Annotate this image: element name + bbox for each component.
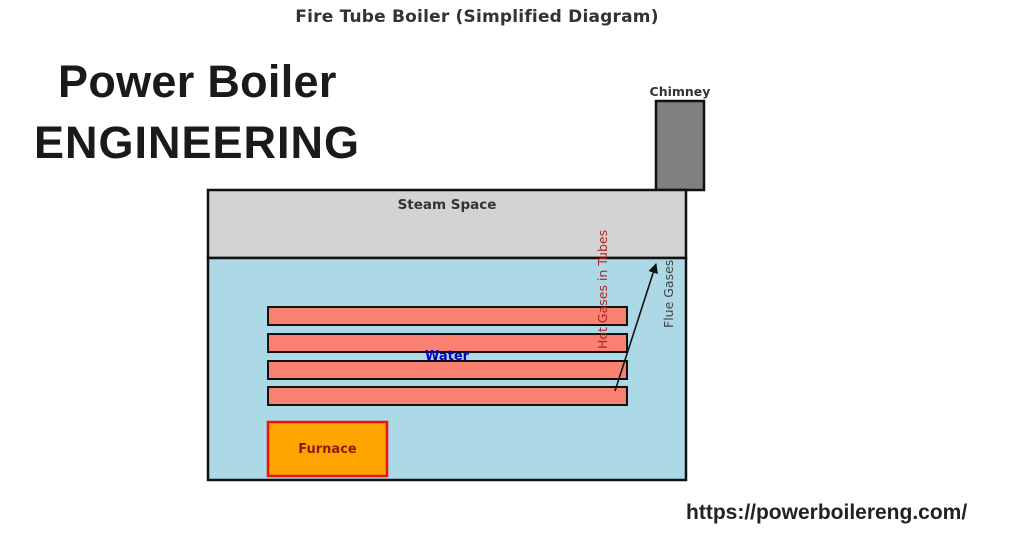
furnace	[266, 420, 389, 478]
furnace-label: Furnace	[298, 442, 357, 457]
chimney-label: Chimney	[650, 84, 711, 99]
fire-tube	[267, 386, 628, 406]
fire-tube	[267, 360, 628, 380]
fire-tubes	[267, 306, 628, 406]
chimney	[654, 99, 706, 192]
fire-tube	[267, 333, 628, 353]
brand-subtitle: ENGINEERING	[34, 117, 361, 168]
hot-gases-label: Hot Gases in Tubes	[595, 230, 610, 349]
flue-gases-label: Flue Gases	[661, 260, 676, 328]
diagram-title: Fire Tube Boiler (Simplified Diagram)	[295, 7, 659, 27]
brand-name: Power Boiler	[58, 56, 337, 107]
fire-tube	[267, 306, 628, 326]
steam-space-label: Steam Space	[398, 197, 497, 213]
gas-flow-arrow	[614, 263, 658, 392]
website-url[interactable]: https://powerboilereng.com/	[686, 501, 968, 524]
water-label: Water	[425, 349, 470, 364]
